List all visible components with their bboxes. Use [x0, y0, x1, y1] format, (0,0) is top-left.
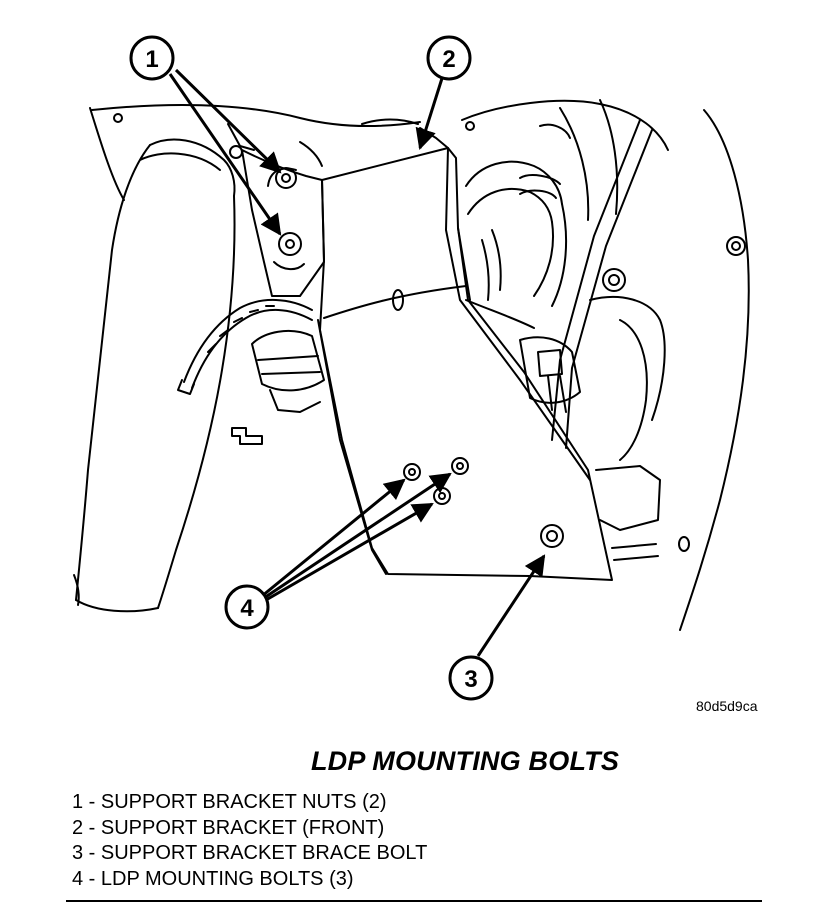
- callout-3: 3: [448, 655, 494, 701]
- callout-4-label: 4: [240, 595, 254, 622]
- right-bolts: [465, 121, 746, 552]
- leader-1b: [168, 73, 282, 236]
- pump-body-left: [231, 329, 325, 445]
- figure-id: 80d5d9ca: [696, 698, 758, 714]
- legend-item: 2 - SUPPORT BRACKET (FRONT): [72, 816, 385, 839]
- leader-3: [476, 554, 546, 657]
- brace-rail: [299, 118, 653, 449]
- legend-item: 4 - LDP MOUNTING BOLTS (3): [72, 867, 354, 890]
- legend: 1 - SUPPORT BRACKET NUTS (2) 2 - SUPPORT…: [72, 790, 427, 892]
- callout-1-label: 1: [145, 46, 158, 73]
- ldp-mounting-diagram: 1 2 3 4: [73, 35, 750, 701]
- wiring-harness: [177, 298, 313, 395]
- callout-4: 4: [224, 584, 270, 630]
- intake-duct: [73, 138, 236, 613]
- sensor-fittings: [519, 296, 666, 561]
- hoses-right: [465, 99, 619, 329]
- support-bracket: [317, 147, 613, 581]
- brace-bolt-head: [540, 524, 564, 548]
- leader-2: [415, 71, 446, 151]
- figure-title: LDP MOUNTING BOLTS: [310, 746, 620, 776]
- callout-2: 2: [426, 35, 472, 81]
- upper-bracket-tab: [227, 123, 325, 297]
- legend-item: 1 - SUPPORT BRACKET NUTS (2): [72, 791, 387, 813]
- callout-2-label: 2: [442, 46, 455, 73]
- leader-4a: [261, 478, 406, 598]
- leader-4b: [263, 472, 452, 600]
- callout-3-label: 3: [464, 666, 477, 693]
- leader-1a: [174, 68, 282, 174]
- legend-item: 3 - SUPPORT BRACKET BRACE BOLT: [72, 842, 428, 864]
- callout-1: 1: [129, 35, 175, 81]
- bottom-rule: [66, 900, 762, 902]
- leader-4c: [265, 502, 434, 602]
- engine-bay-outline: [89, 99, 750, 631]
